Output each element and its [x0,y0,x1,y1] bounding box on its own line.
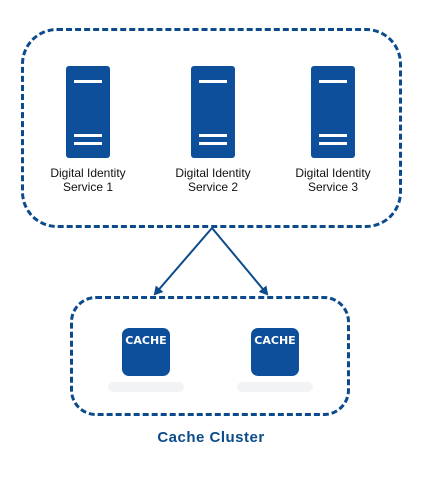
service-name: Digital Identity [295,166,371,180]
cache-node: CACHE [251,328,299,376]
cache-node: CACHE [122,328,170,376]
server-icon [191,66,235,158]
service-label: Digital Identity Service 3 [278,166,388,194]
arrow-to-cache-2 [211,227,269,296]
cache-shadow [237,382,313,392]
arrow-to-cache-1 [153,227,213,296]
server-icon [66,66,110,158]
service-number: Service 1 [62,180,114,194]
cache-cluster-group [70,296,350,416]
services-group [21,28,402,228]
service-label: Digital Identity Service 1 [33,166,143,194]
service-number: Service 3 [307,180,359,194]
cache-cluster-title: Cache Cluster [157,429,265,446]
service-number: Service 2 [187,180,239,194]
service-label: Digital Identity Service 2 [158,166,268,194]
service-name: Digital Identity [175,166,251,180]
cache-label: CACHE [125,334,167,347]
cache-shadow [108,382,184,392]
service-name: Digital Identity [50,166,126,180]
cache-icon [251,328,299,376]
cache-icon [122,328,170,376]
server-icon [311,66,355,158]
cache-label: CACHE [254,334,296,347]
